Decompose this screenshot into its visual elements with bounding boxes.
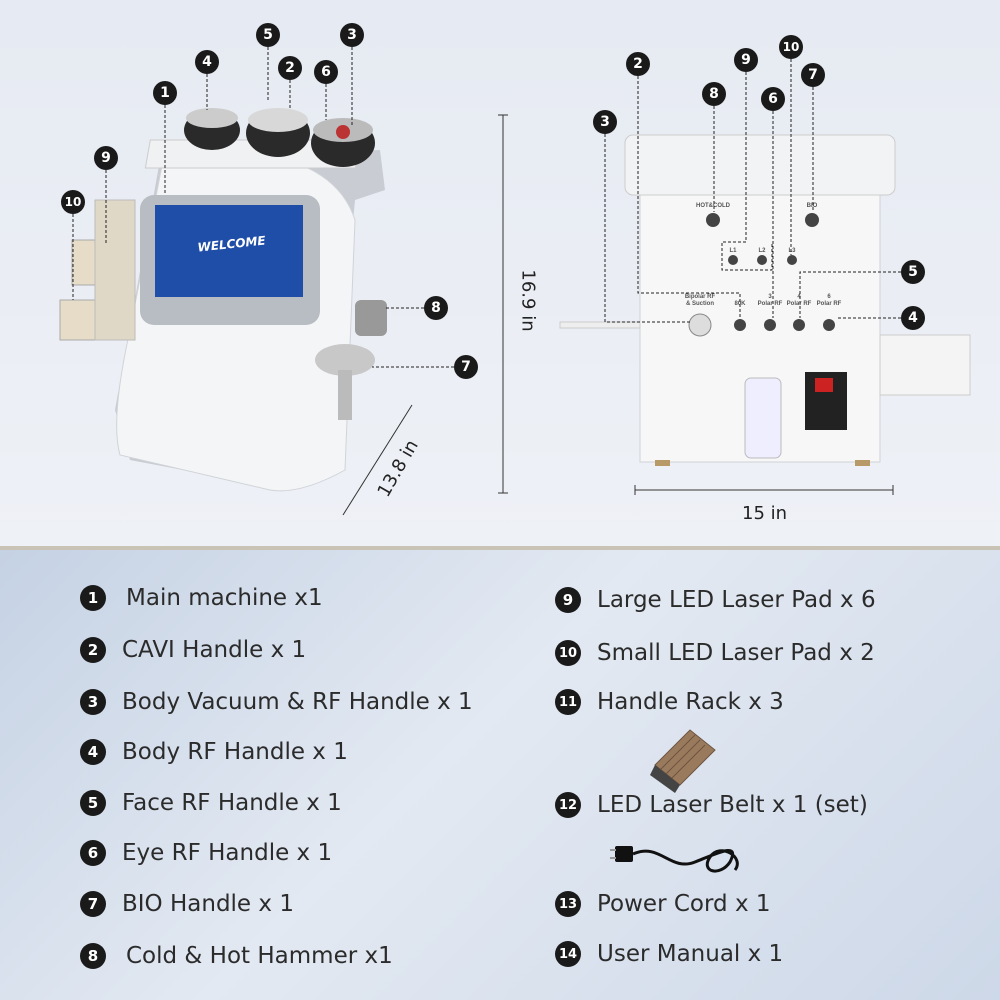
item-number-badge: 13 bbox=[555, 891, 581, 917]
item-number-badge: 7 bbox=[80, 891, 106, 917]
item-label: Body RF Handle x 1 bbox=[122, 739, 348, 765]
callout-badge: 3 bbox=[593, 110, 617, 134]
callout-badge: 6 bbox=[761, 87, 785, 111]
item-number-badge: 2 bbox=[80, 637, 106, 663]
item-label: User Manual x 1 bbox=[597, 941, 784, 967]
port-label: 6 bbox=[827, 294, 831, 300]
item-label: CAVI Handle x 1 bbox=[122, 637, 307, 663]
item-number-badge: 3 bbox=[80, 689, 106, 715]
item-label: Large LED Laser Pad x 6 bbox=[597, 587, 876, 613]
port-label: L3 bbox=[788, 248, 796, 254]
item-label: Cold & Hot Hammer x1 bbox=[126, 943, 393, 969]
callout-badge: 4 bbox=[195, 50, 219, 74]
dimension-lines bbox=[342, 114, 894, 516]
callout-badge: 10 bbox=[61, 190, 85, 214]
port-label: L1 bbox=[729, 248, 737, 254]
item-number-badge: 5 bbox=[80, 790, 106, 816]
power-cord-image bbox=[610, 846, 739, 873]
callout-badge: 7 bbox=[801, 63, 825, 87]
port-label: Polar RF bbox=[787, 301, 812, 307]
item-label: Handle Rack x 3 bbox=[597, 689, 784, 715]
port-label: Polar RF bbox=[758, 301, 783, 307]
list-item: 6 Eye RF Handle x 1 bbox=[80, 840, 332, 866]
list-item: 7 BIO Handle x 1 bbox=[80, 891, 294, 917]
leader-lines bbox=[72, 47, 901, 368]
item-label: Small LED Laser Pad x 2 bbox=[597, 640, 875, 666]
callout-badge: 4 bbox=[901, 306, 925, 330]
width-dimension: 15 in bbox=[742, 503, 788, 524]
list-item: 5 Face RF Handle x 1 bbox=[80, 790, 342, 816]
list-item: 12 LED Laser Belt x 1 (set) bbox=[555, 792, 868, 818]
list-item: 1 Main machine x1 bbox=[80, 585, 323, 611]
callout-badge: 7 bbox=[454, 355, 478, 379]
product-illustration: WELCOME HOT&COLD BIO L1 L2 L3 Bipolar RF… bbox=[59, 47, 971, 516]
item-label: Power Cord x 1 bbox=[597, 891, 771, 917]
callout-badge: 5 bbox=[256, 23, 280, 47]
item-number-badge: 12 bbox=[555, 792, 581, 818]
callout-badge: 10 bbox=[779, 35, 803, 59]
list-item: 9 Large LED Laser Pad x 6 bbox=[555, 587, 876, 613]
item-label: BIO Handle x 1 bbox=[122, 891, 294, 917]
item-label: Face RF Handle x 1 bbox=[122, 790, 342, 816]
item-number-badge: 6 bbox=[80, 840, 106, 866]
front-view-machine: WELCOME bbox=[59, 108, 387, 492]
item-label: Body Vacuum & RF Handle x 1 bbox=[122, 689, 473, 715]
item-label: Eye RF Handle x 1 bbox=[122, 840, 333, 866]
item-label: Main machine x1 bbox=[126, 585, 323, 611]
item-number-badge: 1 bbox=[80, 585, 106, 611]
port-label: 4 bbox=[797, 294, 801, 300]
list-item: 8 Cold & Hot Hammer x1 bbox=[80, 943, 393, 969]
list-item: 4 Body RF Handle x 1 bbox=[80, 739, 348, 765]
callout-badge: 8 bbox=[702, 82, 726, 106]
led-belt-image bbox=[650, 729, 716, 793]
list-item: 3 Body Vacuum & RF Handle x 1 bbox=[80, 689, 473, 715]
list-item: 10 Small LED Laser Pad x 2 bbox=[555, 640, 875, 666]
callout-badge: 9 bbox=[734, 48, 758, 72]
callout-badge: 2 bbox=[278, 56, 302, 80]
item-label: LED Laser Belt x 1 (set) bbox=[597, 792, 868, 818]
port-label: HOT&COLD bbox=[696, 203, 731, 209]
callout-badge: 1 bbox=[153, 81, 177, 105]
port-label: & Suction bbox=[686, 301, 714, 307]
callout-badge: 2 bbox=[626, 52, 650, 76]
list-item: 13 Power Cord x 1 bbox=[555, 891, 771, 917]
divider bbox=[0, 546, 1000, 550]
callout-badge: 5 bbox=[901, 260, 925, 284]
callout-badge: 8 bbox=[424, 296, 448, 320]
port-label: BIO bbox=[807, 203, 818, 209]
port-label: 3 bbox=[768, 294, 772, 300]
callout-badge: 3 bbox=[340, 23, 364, 47]
list-item: 2 CAVI Handle x 1 bbox=[80, 637, 306, 663]
port-label: Polar RF bbox=[817, 301, 842, 307]
item-number-badge: 14 bbox=[555, 941, 581, 967]
package-contents-area bbox=[0, 550, 1000, 1000]
list-item: 11 Handle Rack x 3 bbox=[555, 689, 784, 715]
callout-badge: 6 bbox=[314, 60, 338, 84]
port-label: Bipolar RF bbox=[685, 294, 716, 300]
item-number-badge: 9 bbox=[555, 587, 581, 613]
item-number-badge: 11 bbox=[555, 689, 581, 715]
list-item: 14 User Manual x 1 bbox=[555, 941, 783, 967]
item-number-badge: 10 bbox=[555, 640, 581, 666]
callout-badge: 9 bbox=[94, 146, 118, 170]
height-dimension: 16.9 in bbox=[517, 269, 539, 332]
item-number-badge: 4 bbox=[80, 739, 106, 765]
back-view-machine: HOT&COLD BIO L1 L2 L3 Bipolar RF & Sucti… bbox=[559, 134, 971, 466]
item-number-badge: 8 bbox=[80, 943, 106, 969]
port-label: L2 bbox=[758, 248, 766, 254]
